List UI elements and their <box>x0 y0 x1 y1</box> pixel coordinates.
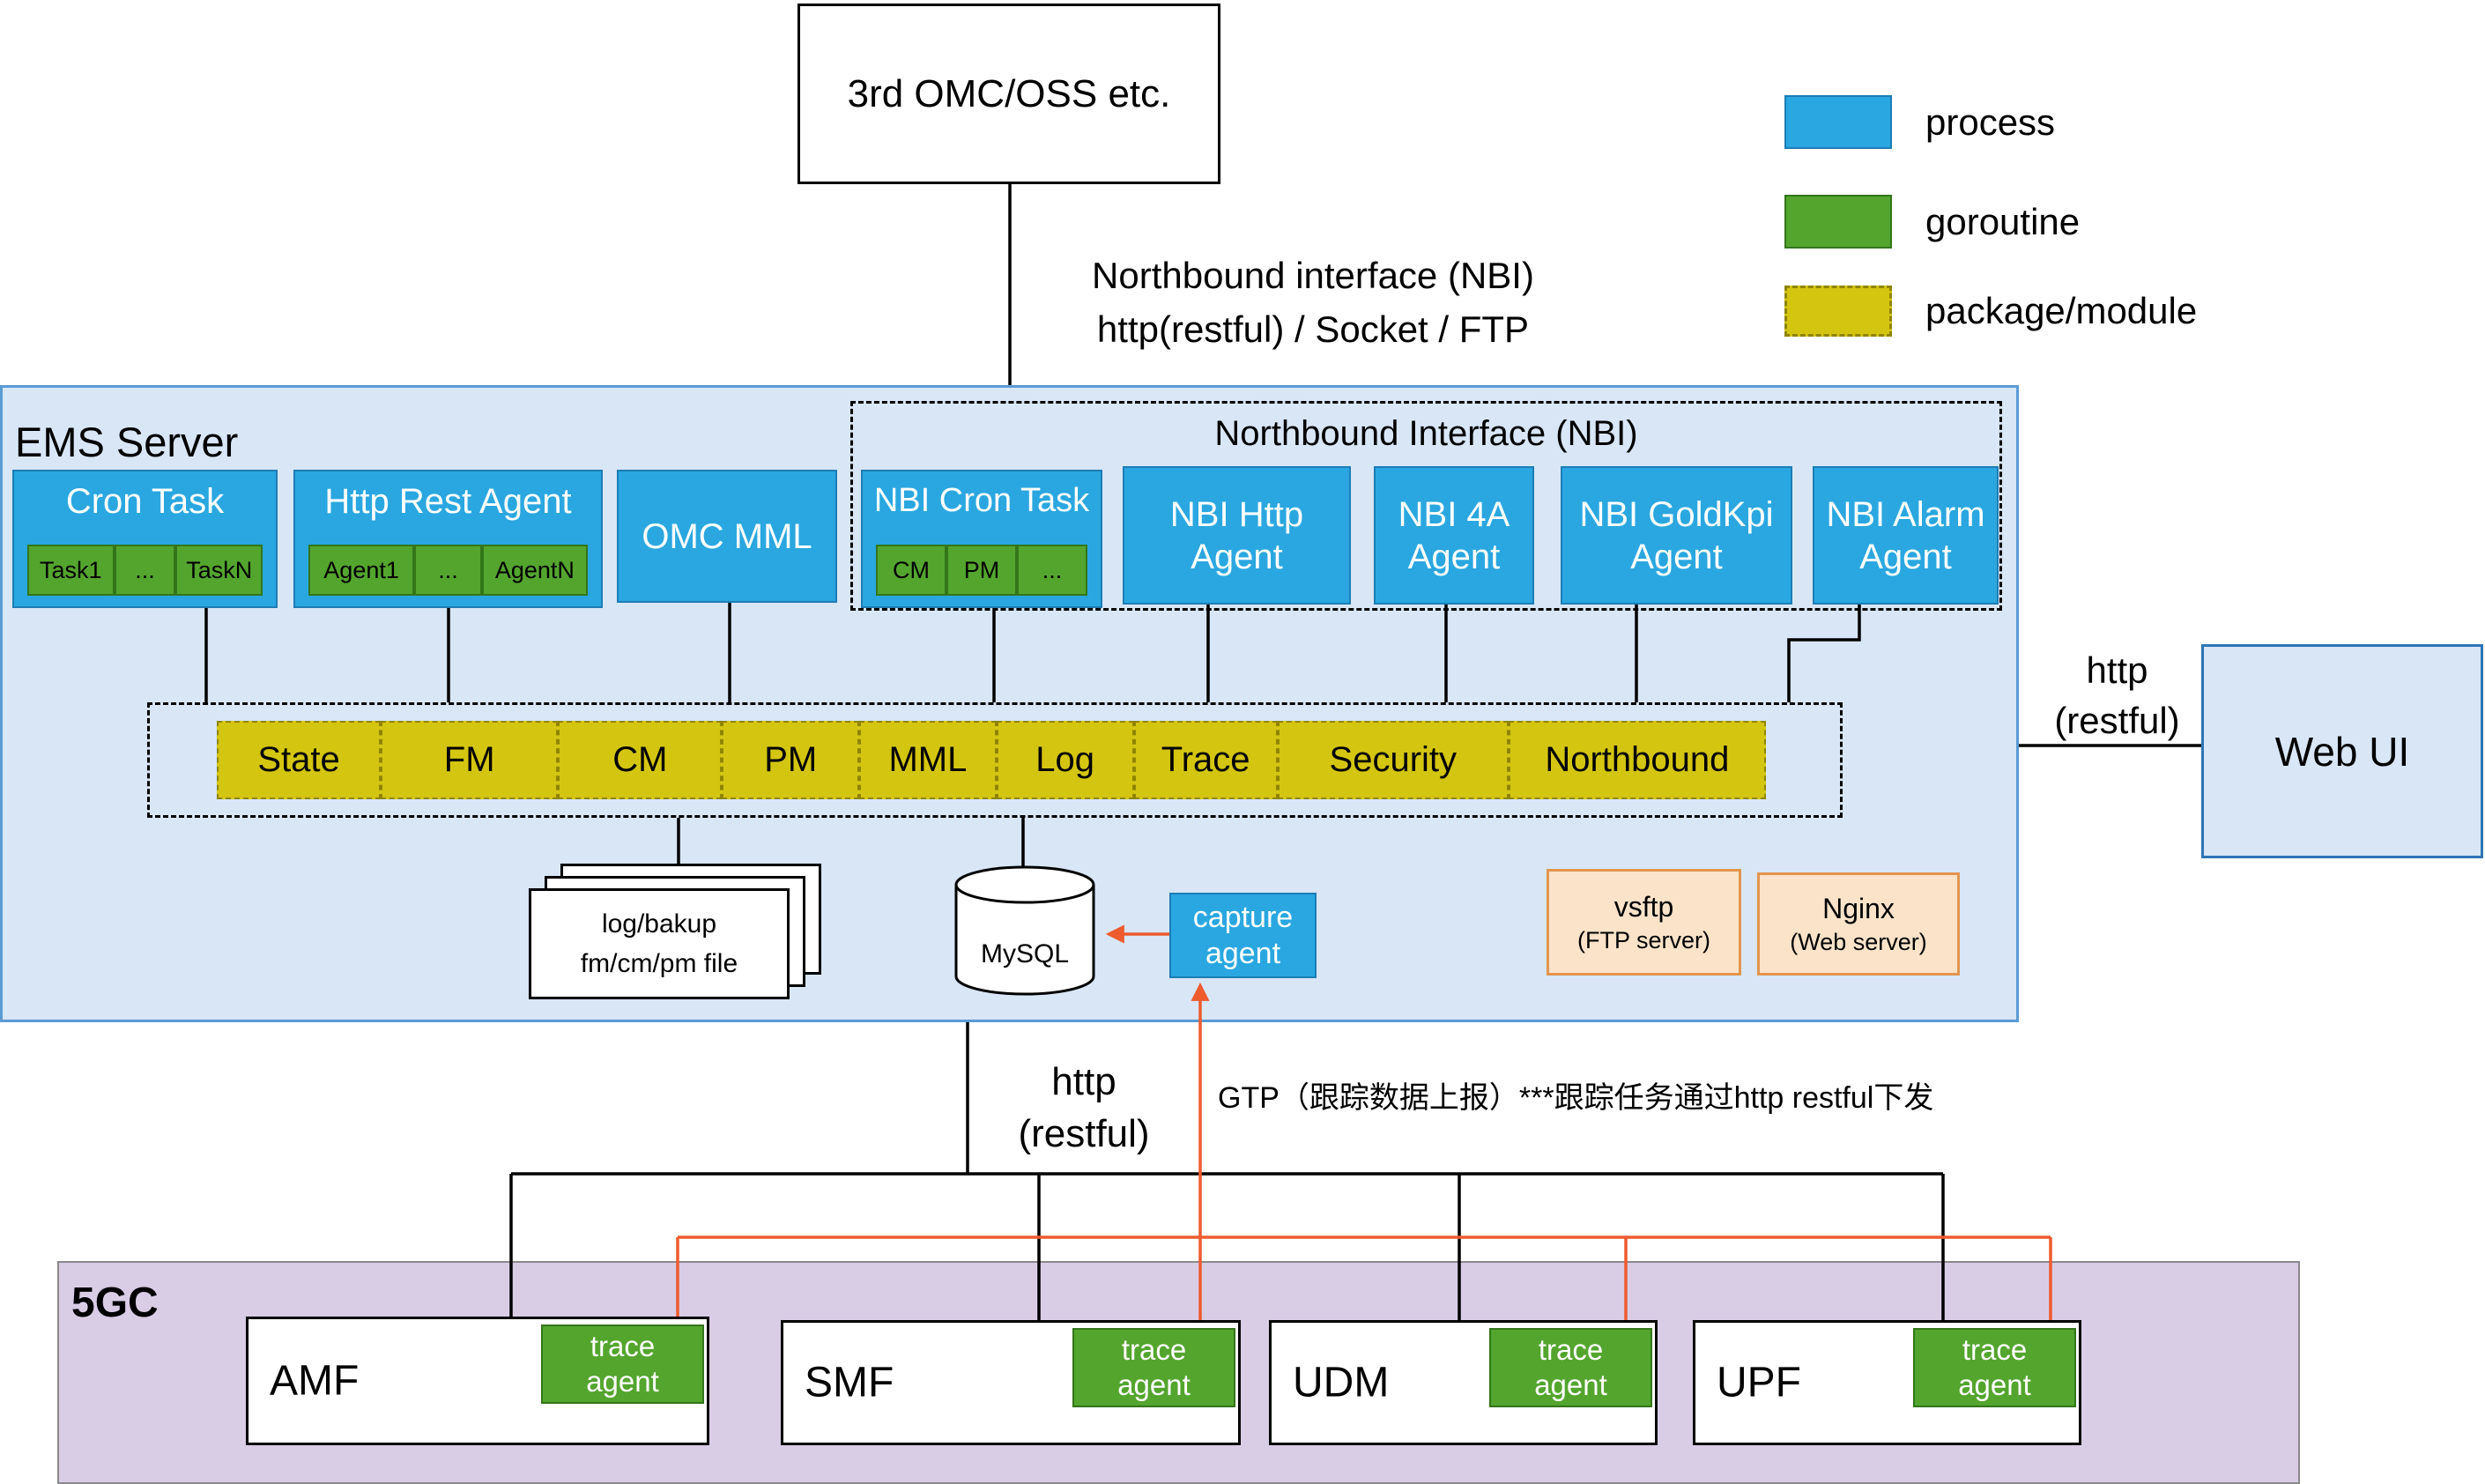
nbi-4a-agent-box: NBI 4A Agent <box>1374 466 1534 605</box>
nf-label: UPF <box>1717 1359 1801 1406</box>
nbi-http-agent-box: NBI Http Agent <box>1123 466 1351 605</box>
legend-goroutine-label: goroutine <box>1925 200 2081 242</box>
nbi-panel: Northbound Interface (NBI) <box>850 401 2002 611</box>
module-security: Security <box>1277 721 1509 799</box>
nbi-panel-title: Northbound Interface (NBI) <box>1214 414 1638 453</box>
file-stack: log/bakup fm/cm/pm file <box>529 864 832 1005</box>
vsftp-sub: (FTP server) <box>1576 926 1710 953</box>
nbi-cron-task-box: NBI Cron Task CM PM ... <box>861 470 1102 608</box>
module-trace: Trace <box>1133 721 1278 799</box>
web-ui-link-label: http (restful) <box>2054 649 2180 741</box>
module-mml: MML <box>859 721 997 799</box>
nbi-link-label: Northbound interface (NBI) http(restful)… <box>1092 255 1534 350</box>
trace-agent-box: trace agent <box>1489 1328 1652 1407</box>
module-northbound: Northbound <box>1508 721 1766 799</box>
legend-process-swatch <box>1784 95 1892 149</box>
south-http-label: http (restful) <box>1018 1060 1150 1156</box>
agent-item: ... <box>414 545 482 596</box>
task-item: Task1 <box>27 545 115 596</box>
module-row: State FM CM PM MML Log Trace Security No… <box>217 721 1766 799</box>
nbi-cron-task-strip: CM PM ... <box>876 545 1087 596</box>
nbi-task-item: CM <box>876 545 946 596</box>
module-log: Log <box>996 721 1134 799</box>
capture-agent-box: capture agent <box>1169 893 1317 978</box>
trace-agent-box: trace agent <box>541 1324 704 1404</box>
omc-mml-box: OMC MML <box>617 470 837 603</box>
nbi-alarm-agent-box: NBI Alarm Agent <box>1813 466 1999 605</box>
ems-server-title: EMS Server <box>15 419 239 465</box>
black-connectors <box>204 184 2201 1324</box>
legend-process-label: process <box>1925 100 2056 143</box>
nf-box-smf: SMF trace agent <box>781 1320 1241 1445</box>
http-rest-agent-strip: Agent1 ... AgentN <box>308 545 588 596</box>
nf-label: UDM <box>1293 1359 1390 1406</box>
nf-box-upf: UPF trace agent <box>1693 1320 2081 1445</box>
nginx-sub: (Web server) <box>1790 928 1927 955</box>
nf-label: SMF <box>805 1359 894 1406</box>
omc-oss-box: 3rd OMC/OSS etc. <box>797 4 1220 184</box>
module-layer-panel: State FM CM PM MML Log Trace Security No… <box>147 702 1843 818</box>
http-rest-agent-box: Http Rest Agent Agent1 ... AgentN <box>293 470 603 608</box>
nginx-name: Nginx <box>1822 892 1895 924</box>
cron-task-strip: Task1 ... TaskN <box>27 545 263 596</box>
cron-task-title: Cron Task <box>65 482 225 521</box>
nbi-goldkpi-agent-box: NBI GoldKpi Agent <box>1561 466 1792 605</box>
nbi-task-item: PM <box>946 545 1017 596</box>
nbi-cron-task-title: NBI Cron Task <box>873 482 1090 519</box>
legend-package-swatch <box>1784 286 1892 337</box>
module-state: State <box>217 721 382 799</box>
module-cm: CM <box>558 721 723 799</box>
module-fm: FM <box>381 721 559 799</box>
nf-box-udm: UDM trace agent <box>1269 1320 1658 1445</box>
trace-agent-box: trace agent <box>1072 1328 1235 1407</box>
file-stack-label: log/bakup fm/cm/pm file <box>529 888 790 999</box>
cron-task-box: Cron Task Task1 ... TaskN <box>12 470 278 608</box>
nf-box-amf: AMF trace agent <box>246 1317 709 1445</box>
orange-trace-connectors <box>676 924 2052 1327</box>
agent-item: AgentN <box>481 545 588 596</box>
mysql-cylinder-icon <box>954 865 1095 996</box>
vsftp-box: vsftp (FTP server) <box>1547 869 1741 976</box>
legend-package-label: package/module <box>1925 289 2198 331</box>
gtp-note: GTP（跟踪数据上报）***跟踪任务通过http restful下发 <box>1218 1081 1934 1115</box>
http-rest-agent-title: Http Rest Agent <box>324 482 572 521</box>
nf-label: AMF <box>270 1357 360 1405</box>
nginx-box: Nginx (Web server) <box>1757 872 1960 976</box>
module-pm: PM <box>722 721 860 799</box>
web-ui-box: Web UI <box>2201 644 2483 858</box>
five-gc-title: 5GC <box>71 1280 159 1326</box>
nbi-task-item: ... <box>1017 545 1087 596</box>
vsftp-name: vsftp <box>1613 890 1674 923</box>
legend-goroutine-swatch <box>1784 195 1892 249</box>
mysql-db: MySQL <box>952 864 1098 999</box>
agent-item: Agent1 <box>308 545 415 596</box>
task-item: TaskN <box>175 545 263 596</box>
trace-agent-box: trace agent <box>1913 1328 2076 1407</box>
task-item: ... <box>114 545 176 596</box>
mysql-label: MySQL <box>980 939 1070 969</box>
